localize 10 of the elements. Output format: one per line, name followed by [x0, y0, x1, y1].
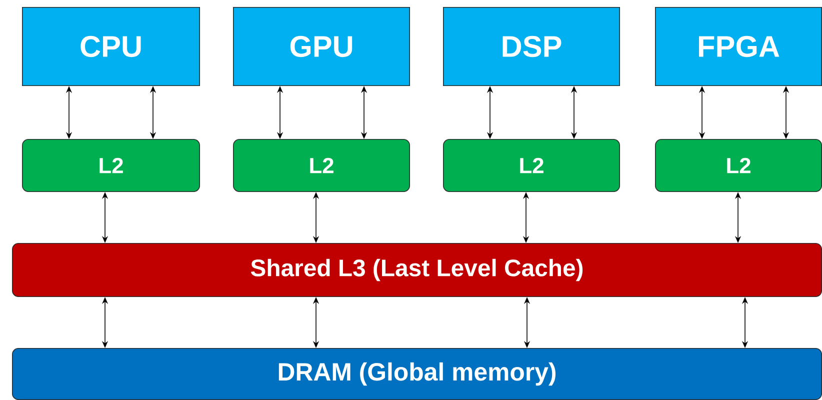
memory-bar: DRAM (Global memory) [12, 348, 822, 400]
cache-box: L2 [443, 139, 620, 192]
cache-box: L2 [22, 139, 200, 192]
cache-bar: Shared L3 (Last Level Cache) [12, 243, 822, 297]
processor-box: GPU [233, 7, 410, 86]
cache-box: L2 [233, 139, 410, 192]
processor-box: CPU [22, 7, 200, 86]
cache-box: L2 [655, 139, 822, 192]
processor-box: FPGA [655, 7, 822, 86]
processor-box: DSP [443, 7, 620, 86]
